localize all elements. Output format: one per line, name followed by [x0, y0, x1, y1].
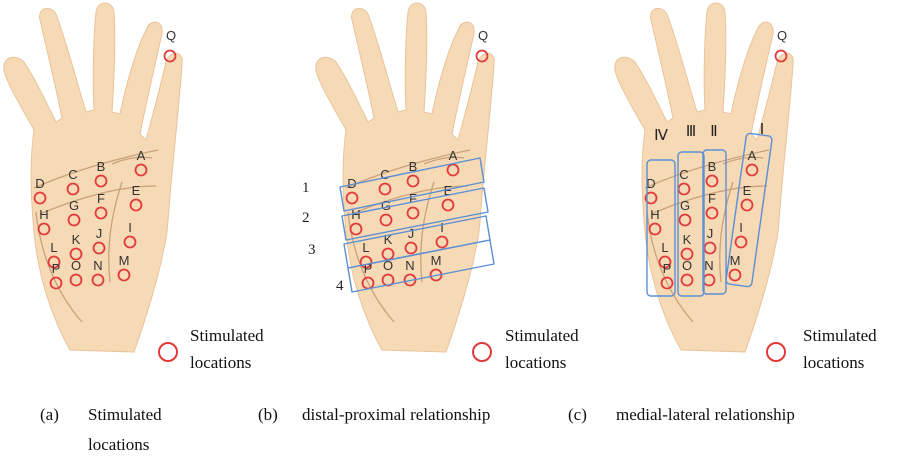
hand-panel-a: A B C D E F G H I JKL M NOP Q	[4, 3, 182, 352]
point-label-K: K	[72, 232, 81, 247]
point-label-A: A	[137, 148, 146, 163]
column-label-3: Ⅱ	[710, 124, 717, 140]
point-label-B: B	[708, 159, 717, 174]
point-label-Q: Q	[777, 28, 787, 43]
point-label-A: A	[449, 148, 458, 163]
point-label-L: L	[661, 240, 668, 255]
caption-b-line1: distal-proximal relationship	[302, 400, 490, 430]
column-label-1: Ⅳ	[654, 128, 668, 144]
legend-c: Stimulated locations	[803, 322, 877, 376]
caption-b-letter: (b)	[258, 400, 278, 430]
point-label-I: I	[739, 220, 743, 235]
point-label-E: E	[132, 183, 141, 198]
column-label-2: Ⅲ	[686, 124, 696, 140]
caption-a-line2: locations	[88, 435, 149, 454]
point-label-J: J	[96, 226, 103, 241]
legend-b-line2: locations	[505, 349, 579, 376]
legend-c-line2: locations	[803, 349, 877, 376]
point-label-D: D	[35, 176, 44, 191]
point-label-M: M	[119, 253, 130, 268]
legend-marker-a	[159, 343, 177, 361]
point-label-F: F	[708, 191, 716, 206]
point-label-L: L	[50, 240, 57, 255]
legend-a-line2: locations	[190, 349, 264, 376]
legend-b: Stimulated locations	[505, 322, 579, 376]
column-label-4: Ⅰ	[760, 122, 764, 138]
point-label-H: H	[39, 207, 48, 222]
hand-outline	[316, 3, 494, 352]
point-label-N: N	[405, 258, 414, 273]
legend-marker-c	[767, 343, 785, 361]
point-label-B: B	[97, 159, 106, 174]
point-label-Q: Q	[478, 28, 488, 43]
caption-c-letter: (c)	[568, 400, 587, 430]
row-label-4: 4	[336, 278, 344, 294]
point-label-G: G	[381, 198, 391, 213]
row-label-1: 1	[302, 180, 310, 196]
point-label-F: F	[409, 191, 417, 206]
point-label-G: G	[680, 198, 690, 213]
point-label-H: H	[650, 207, 659, 222]
point-label-M: M	[730, 253, 741, 268]
point-label-I: I	[440, 220, 444, 235]
point-label-O: O	[71, 258, 81, 273]
point-label-O: O	[682, 258, 692, 273]
legend-a: Stimulated locations	[190, 322, 264, 376]
point-label-N: N	[93, 258, 102, 273]
legend-marker-b	[473, 343, 491, 361]
legend-c-line1: Stimulated	[803, 322, 877, 349]
point-label-C: C	[679, 167, 688, 182]
point-label-N: N	[704, 258, 713, 273]
row-label-2: 2	[302, 210, 310, 226]
point-label-P: P	[52, 261, 61, 276]
point-label-F: F	[97, 191, 105, 206]
point-label-L: L	[362, 240, 369, 255]
point-label-D: D	[646, 176, 655, 191]
caption-a-line1: Stimulated	[88, 405, 162, 424]
point-label-J: J	[707, 226, 714, 241]
point-label-A: A	[748, 148, 757, 163]
caption-a-letter: (a)	[40, 400, 59, 430]
point-label-M: M	[431, 253, 442, 268]
point-label-K: K	[683, 232, 692, 247]
legend-b-line1: Stimulated	[505, 322, 579, 349]
point-label-P: P	[663, 261, 672, 276]
legend-a-line1: Stimulated	[190, 322, 264, 349]
row-label-3: 3	[308, 242, 316, 258]
point-label-I: I	[128, 220, 132, 235]
point-label-Q: Q	[166, 28, 176, 43]
point-label-E: E	[743, 183, 752, 198]
hand-outline	[4, 3, 182, 352]
point-label-G: G	[69, 198, 79, 213]
point-label-C: C	[380, 167, 389, 182]
point-label-C: C	[68, 167, 77, 182]
caption-a-text: Stimulated locations	[88, 400, 238, 460]
caption-c-line1: medial-lateral relationship	[616, 400, 795, 430]
